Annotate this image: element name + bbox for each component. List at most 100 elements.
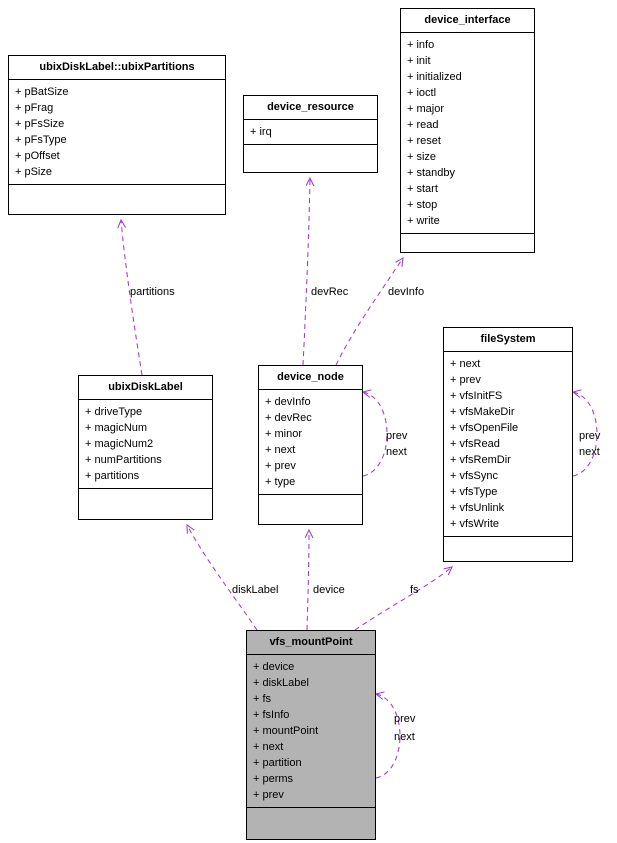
class-box-device_node[interactable]: device_node + devInfo + devRec + minor + nex… bbox=[258, 365, 363, 525]
class-field: + info bbox=[407, 39, 435, 51]
class-box-fileSystem[interactable]: fileSystem+ next+ prev+ vfsInitFS+ vfsMa… bbox=[443, 327, 573, 562]
class-field: + partitions bbox=[85, 470, 140, 482]
class-field: + mountPoint bbox=[253, 725, 319, 737]
class-field: + prev bbox=[265, 460, 296, 472]
class-footer-device_node bbox=[259, 494, 362, 524]
class-field: + pSize bbox=[15, 166, 52, 178]
class-field: + irq bbox=[250, 126, 272, 138]
class-box-ubixPartitions[interactable]: ubixDiskLabel::ubixPartitions+ pBatSize+… bbox=[8, 55, 226, 215]
class-field: + type bbox=[265, 476, 296, 488]
edge-label-device-node-next: next bbox=[386, 446, 407, 458]
class-footer-device_interface bbox=[401, 233, 534, 252]
class-field: + prev bbox=[450, 374, 481, 386]
class-field: + devRec bbox=[265, 412, 312, 424]
class-field: + fsInfo bbox=[253, 709, 290, 721]
class-fields-device_resource: + irq bbox=[244, 120, 377, 144]
edge-device-node-self-loop bbox=[363, 392, 388, 477]
class-field: + vfsRead bbox=[450, 438, 500, 450]
class-field: + vfsWrite bbox=[450, 518, 500, 530]
class-box-vfs_mountPoint[interactable]: vfs_mountPoint + device + diskLabel + fs + f… bbox=[246, 630, 376, 840]
class-field: + reset bbox=[407, 135, 441, 147]
class-field: + standby bbox=[407, 167, 456, 179]
class-title-device_node: device_node bbox=[259, 366, 362, 390]
class-field: + driveType bbox=[85, 406, 143, 418]
class-field: + pOffset bbox=[15, 150, 60, 162]
class-field: + device bbox=[253, 661, 295, 673]
class-field: + pBatSize bbox=[15, 86, 69, 98]
edge-label-disklabel: diskLabel bbox=[232, 584, 279, 596]
class-footer-fileSystem bbox=[444, 536, 572, 561]
class-field: + minor bbox=[265, 428, 302, 440]
class-field: + vfsInitFS bbox=[450, 390, 503, 402]
class-field: + pFsType bbox=[15, 134, 67, 146]
edge-label-partitions: partitions bbox=[130, 286, 175, 298]
class-field: + start bbox=[407, 183, 438, 195]
edge-label-filesystem-prev: prev bbox=[579, 430, 601, 442]
class-field: + write bbox=[407, 215, 440, 227]
edge-label-devinfo: devInfo bbox=[388, 286, 425, 298]
edge-label-vfs-prev: prev bbox=[394, 713, 416, 725]
edge-label-fs: fs bbox=[410, 584, 419, 596]
edge-label-vfs-next: next bbox=[394, 731, 415, 743]
edge-fs bbox=[354, 567, 452, 631]
class-field: + magicNum bbox=[85, 422, 148, 434]
class-field: + pFrag bbox=[15, 102, 54, 114]
class-fields-ubixPartitions: + pBatSize + pFrag + pFsSize + pFsType + pOf… bbox=[9, 80, 225, 184]
edge-devinfo bbox=[335, 258, 403, 366]
class-title-ubixPartitions: ubixDiskLabel::ubixPartitions bbox=[9, 56, 225, 80]
class-field: + size bbox=[407, 151, 437, 163]
class-field: + vfsOpenFile bbox=[450, 422, 519, 434]
class-title-device_interface: device_interface bbox=[401, 9, 534, 33]
class-title-ubixDiskLabel: ubixDiskLabel bbox=[79, 376, 212, 400]
edge-vfs-mountpoint-self-loop bbox=[376, 694, 401, 779]
class-field: + fs bbox=[253, 693, 272, 705]
class-fields-fileSystem: + next + prev + vfsInitFS + vfsMakeDir + vfs… bbox=[444, 352, 572, 536]
class-box-ubixDiskLabel[interactable]: ubixDiskLabel + driveType + magicNum + magi… bbox=[78, 375, 213, 520]
edge-label-device: device bbox=[313, 584, 345, 596]
edge-partitions bbox=[121, 220, 143, 376]
edge-label-device-node-prev: prev bbox=[386, 430, 408, 442]
class-field: + next bbox=[253, 741, 284, 753]
class-field: + pFsSize bbox=[15, 118, 65, 130]
class-footer-device_resource bbox=[244, 144, 377, 172]
class-footer-ubixPartitions bbox=[9, 184, 225, 214]
edge-filesystem-self-loop bbox=[573, 392, 598, 477]
class-field: + numPartitions bbox=[85, 454, 162, 466]
class-field: + vfsType bbox=[450, 486, 498, 498]
class-field: + stop bbox=[407, 199, 438, 211]
class-field: + devInfo bbox=[265, 396, 311, 408]
class-field: + vfsUnlink bbox=[450, 502, 505, 514]
class-box-device_interface[interactable]: device_interface + info + init + initialize… bbox=[400, 8, 535, 253]
class-field: + vfsMakeDir bbox=[450, 406, 515, 418]
class-field: + perms bbox=[253, 773, 294, 785]
class-box-device_resource[interactable]: device_resource + irq bbox=[243, 95, 378, 173]
edge-label-devrec: devRec bbox=[311, 286, 349, 298]
class-title-device_resource: device_resource bbox=[244, 96, 377, 120]
edge-device bbox=[307, 530, 309, 631]
class-field: + partition bbox=[253, 757, 302, 769]
edge-label-filesystem-next: next bbox=[579, 446, 600, 458]
class-fields-ubixDiskLabel: + driveType + magicNum + magicNum2 + numPar… bbox=[79, 400, 212, 488]
class-title-vfs_mountPoint: vfs_mountPoint bbox=[247, 631, 375, 655]
edge-disklabel bbox=[187, 525, 258, 631]
class-field: + next bbox=[450, 358, 481, 370]
class-field: + ioctl bbox=[407, 87, 437, 99]
class-field: + initialized bbox=[407, 71, 462, 83]
class-fields-device_interface: + info + init + initialized + ioctl + major +… bbox=[401, 33, 534, 233]
class-field: + major bbox=[407, 103, 444, 115]
class-field: + next bbox=[265, 444, 296, 456]
class-field: + diskLabel bbox=[253, 677, 309, 689]
class-field: + init bbox=[407, 55, 431, 67]
class-field: + prev bbox=[253, 789, 284, 801]
class-fields-vfs_mountPoint: + device + diskLabel + fs + fsInfo + mountPo… bbox=[247, 655, 375, 807]
class-field: + magicNum2 bbox=[85, 438, 154, 450]
class-fields-device_node: + devInfo + devRec + minor + next + prev + ty… bbox=[259, 390, 362, 494]
edge-devrec bbox=[302, 178, 310, 366]
class-footer-ubixDiskLabel bbox=[79, 488, 212, 519]
class-field: + read bbox=[407, 119, 439, 131]
class-footer-vfs_mountPoint bbox=[247, 807, 375, 839]
class-field: + vfsSync bbox=[450, 470, 498, 482]
class-field: + vfsRemDir bbox=[450, 454, 511, 466]
